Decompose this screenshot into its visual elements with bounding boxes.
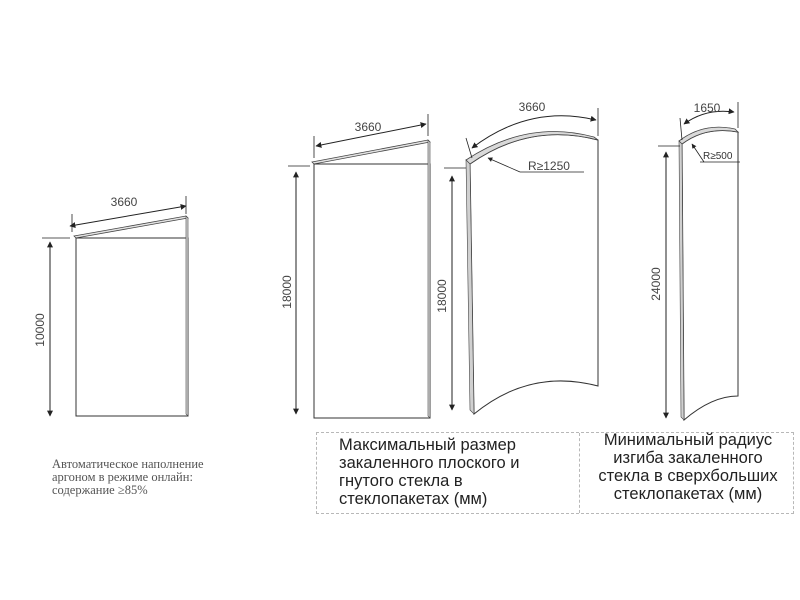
width-dimension-line bbox=[69, 203, 187, 229]
panel2-width-label: 3660 bbox=[355, 120, 382, 134]
panel3-arc-label: 3660 bbox=[519, 100, 546, 114]
caption-right-line-1: Минимальный радиус bbox=[603, 431, 773, 449]
caption-left-line-4: стеклопакетах (мм) bbox=[339, 490, 488, 508]
caption-box: Максимальный размер закаленного плоского… bbox=[316, 431, 794, 514]
panel3-height-label: 18000 bbox=[435, 279, 449, 313]
bent-panel-narrow: 1650 R≥500 24000 bbox=[649, 101, 740, 422]
flat-panel-tall: 3660 18000 bbox=[280, 114, 431, 419]
note-line-1: Автоматическое наполнение bbox=[52, 457, 204, 471]
argon-filling-note: Автоматическое наполнение аргоном в режи… bbox=[52, 458, 252, 497]
caption-right-line-4: стеклопакетах (мм) bbox=[613, 485, 763, 503]
radius-leader bbox=[691, 143, 705, 163]
caption-left-line-2: закаленного плоского и bbox=[339, 454, 520, 472]
panel4-height-label: 24000 bbox=[649, 267, 663, 301]
panel4-arc-label: 1650 bbox=[694, 101, 721, 115]
caption-left-line-1: Максимальный размер bbox=[339, 436, 516, 454]
arc-dimension-line bbox=[683, 108, 735, 125]
note-line-2: аргоном в режиме онлайн: bbox=[52, 470, 193, 484]
min-radius-caption: Минимальный радиус изгиба закаленного ст… bbox=[585, 431, 791, 503]
arc-dimension-line bbox=[471, 115, 597, 149]
bent-panel-large: 3660 R≥1250 18000 bbox=[435, 100, 599, 416]
caption-divider bbox=[579, 433, 580, 513]
max-size-caption: Максимальный размер закаленного плоского… bbox=[339, 436, 575, 508]
radius-leader bbox=[487, 157, 521, 173]
flat-panel-small: 3660 10000 bbox=[33, 195, 189, 417]
width-dimension-line bbox=[315, 122, 427, 148]
panel1-width-label: 3660 bbox=[111, 195, 138, 209]
panel1-height-label: 10000 bbox=[33, 313, 47, 347]
caption-right-line-2: изгиба закаленного bbox=[613, 449, 763, 467]
caption-left-line-3: гнутого стекла в bbox=[339, 472, 463, 490]
panel3-radius-label: R≥1250 bbox=[528, 159, 570, 173]
note-line-3: содержание ≥85% bbox=[52, 483, 148, 497]
panel4-radius-label: R≥500 bbox=[703, 151, 733, 162]
panel2-height-label: 18000 bbox=[280, 275, 294, 309]
caption-right-line-3: стекла в сверхбольших bbox=[598, 467, 778, 485]
